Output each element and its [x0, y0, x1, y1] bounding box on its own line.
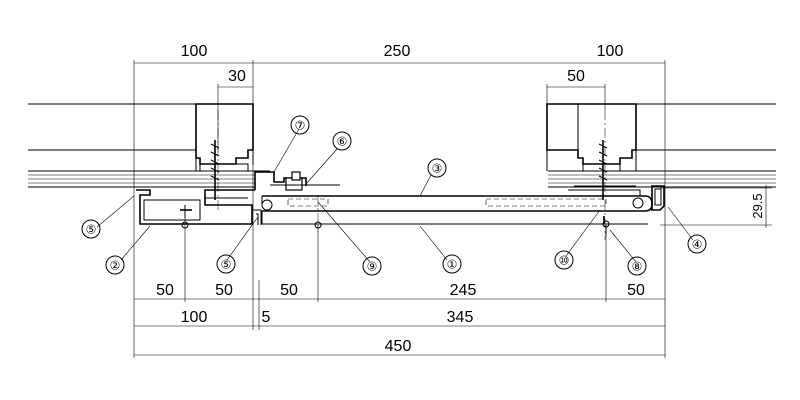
- callout-10-label: ⑩: [559, 254, 570, 268]
- dim-row1-d: 245: [450, 282, 477, 299]
- callout-9: [362, 256, 382, 276]
- callout-8: [627, 256, 647, 276]
- dim-row1-c: 50: [280, 282, 298, 299]
- dim-row1-a: 50: [156, 282, 174, 299]
- callout-5b: [216, 254, 236, 274]
- callout-8-label: ⑧: [632, 260, 643, 274]
- left-frame-profile: [136, 189, 262, 225]
- leader-lines: [96, 128, 694, 263]
- hinge-bracket: [254, 171, 340, 204]
- dim-row1-b: 50: [215, 282, 233, 299]
- callout-7: [290, 115, 310, 135]
- dim-sub-left: 30: [228, 68, 246, 85]
- dim-row3: 450: [385, 338, 412, 355]
- callout-2-label: ②: [110, 259, 121, 273]
- callout-2: [105, 255, 125, 275]
- callout-6-label: ⑥: [337, 135, 348, 149]
- callout-6: [332, 131, 352, 151]
- callout-1: [442, 254, 462, 274]
- callouts: [81, 115, 707, 276]
- callout-5b-label: ⑤: [221, 258, 232, 272]
- callout-5a: [81, 219, 101, 239]
- callout-5a-label: ⑤: [86, 223, 97, 237]
- dim-row1-e: 50: [627, 282, 645, 299]
- right-joist: [546, 103, 637, 240]
- upper-beams: [28, 103, 776, 188]
- dim-top-center: 250: [384, 43, 411, 60]
- dimension-lines: [133, 60, 772, 358]
- fasteners: [181, 216, 610, 236]
- callout-3: [427, 158, 447, 178]
- dim-row2-c: 345: [447, 309, 474, 326]
- dim-right-vertical: 29.5: [750, 193, 765, 218]
- callout-3-label: ③: [432, 162, 443, 176]
- callout-10: [554, 250, 574, 270]
- callout-7-label: ⑦: [295, 119, 306, 133]
- dim-top-left: 100: [181, 43, 208, 60]
- dim-top-right: 100: [597, 43, 624, 60]
- callout-9-label: ⑨: [367, 260, 378, 274]
- callout-4-label: ④: [692, 238, 703, 252]
- callout-1-label: ①: [447, 258, 458, 272]
- callout-4: [687, 234, 707, 254]
- dim-sub-right: 50: [567, 68, 585, 85]
- right-end-profile: [651, 185, 665, 211]
- dim-row2-b: 5: [262, 309, 271, 326]
- left-joist: [195, 103, 254, 210]
- dim-row2-a: 100: [181, 309, 208, 326]
